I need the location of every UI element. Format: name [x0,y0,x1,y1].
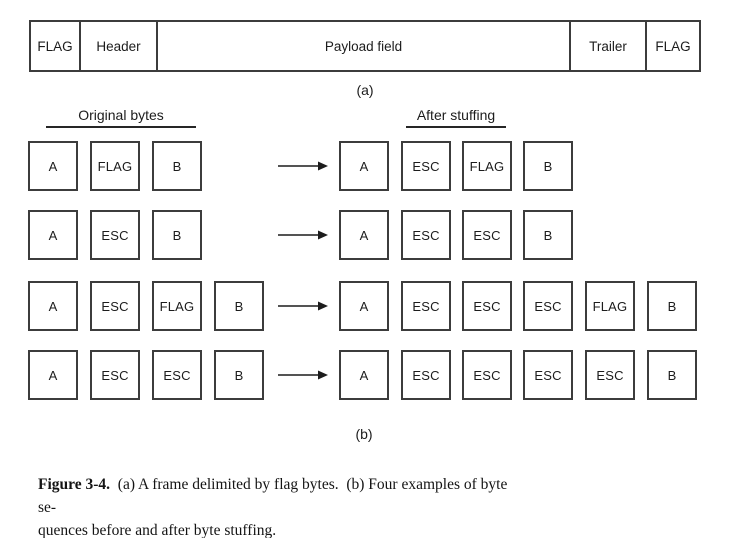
frame-diagram: FLAG Header Payload field Trailer FLAG [29,20,701,72]
label-a: (a) [356,82,374,98]
byte-box-esc: ESC [523,281,573,331]
caption-figure-number: Figure 3-4. [38,476,111,493]
frame-cell-flag-start: FLAG [31,22,81,70]
byte-box-esc: ESC [152,350,202,400]
byte-box-a: A [339,281,389,331]
right-arrow-icon [278,370,328,380]
byte-box-b: B [523,141,573,191]
byte-box-esc: ESC [462,350,512,400]
byte-box-b: B [523,210,573,260]
byte-box-flag: FLAG [585,281,635,331]
frame-cell-flag-end: FLAG [655,38,691,54]
right-arrow-icon [278,301,328,311]
byte-box-esc: ESC [401,281,451,331]
byte-box-esc: ESC [401,350,451,400]
caption-line-2: quences before and after byte stuffing. [38,522,277,538]
frame-cell-payload: Payload field [158,22,571,70]
byte-box-a: A [28,281,78,331]
byte-box-b: B [152,210,202,260]
byte-box-esc: ESC [90,281,140,331]
byte-box-a: A [339,210,389,260]
byte-box-b: B [152,141,202,191]
caption-line-1: Figure 3-4. (a) A frame delimited by fla… [38,473,508,519]
frame-cell-header: Header [81,22,158,70]
byte-box-a: A [339,141,389,191]
byte-box-esc: ESC [90,350,140,400]
byte-box-a: A [28,141,78,191]
byte-box-flag: FLAG [90,141,140,191]
byte-box-esc: ESC [585,350,635,400]
byte-box-b: B [647,281,697,331]
byte-box-a: A [339,350,389,400]
byte-box-a: A [28,350,78,400]
after-stuffing-header: After stuffing [406,107,506,128]
label-b: (b) [355,426,373,442]
byte-box-b: B [214,350,264,400]
byte-box-b: B [214,281,264,331]
byte-box-esc: ESC [401,210,451,260]
byte-box-b: B [647,350,697,400]
byte-box-flag: FLAG [462,141,512,191]
frame-cell-trailer: Trailer [571,22,647,70]
byte-box-esc: ESC [462,210,512,260]
original-bytes-header: Original bytes [46,107,196,128]
byte-box-esc: ESC [462,281,512,331]
byte-box-esc: ESC [90,210,140,260]
caption-line-1-text: (a) A frame delimited by flag bytes. (b)… [38,476,512,516]
figure-caption: Figure 3-4. (a) A frame delimited by fla… [38,473,508,538]
right-arrow-icon [278,161,328,171]
byte-box-flag: FLAG [152,281,202,331]
right-arrow-icon [278,230,328,240]
byte-box-esc: ESC [401,141,451,191]
byte-box-esc: ESC [523,350,573,400]
byte-box-a: A [28,210,78,260]
